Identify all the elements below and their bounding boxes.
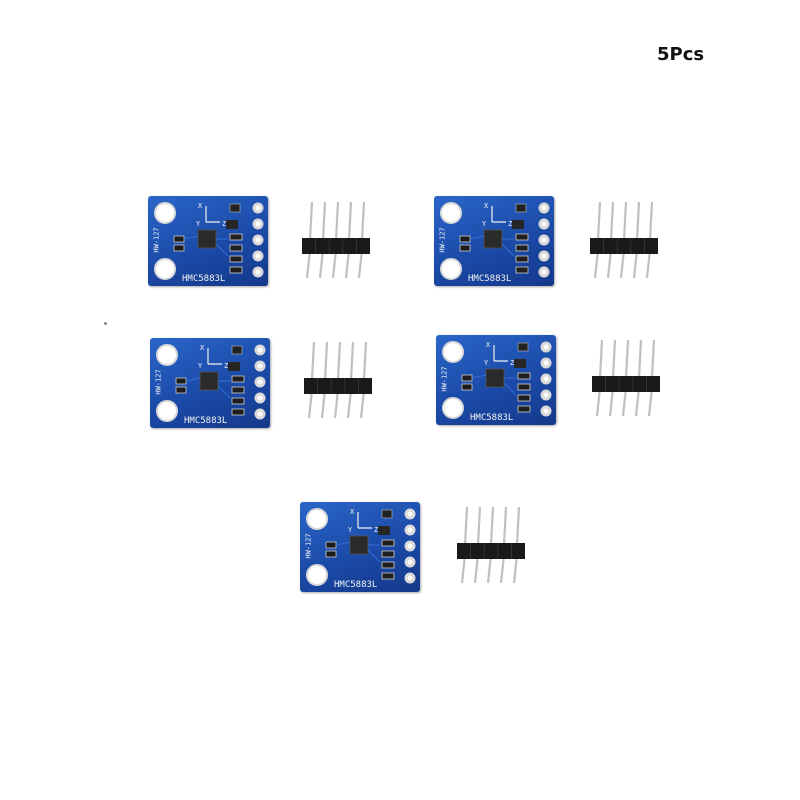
- svg-text:Y: Y: [198, 362, 203, 370]
- part-number-label: HMC5883L: [184, 416, 228, 426]
- svg-text:Y: Y: [348, 526, 353, 534]
- svg-text:Y: Y: [482, 220, 487, 228]
- sensor-board: X Y Z HMC5883L HW-127: [434, 196, 554, 286]
- svg-text:X: X: [198, 202, 203, 210]
- part-number-label: HMC5883L: [468, 274, 512, 284]
- quantity-label: 5Pcs: [657, 44, 705, 65]
- svg-text:X: X: [486, 341, 491, 349]
- sensor-board: X Y Z HMC5883L HW-127: [148, 196, 268, 286]
- svg-text:Y: Y: [196, 220, 201, 228]
- board-code-label: HW-127: [440, 366, 449, 392]
- board-code-label: HW-127: [438, 227, 447, 253]
- pin-header: [588, 200, 668, 279]
- svg-text:X: X: [200, 344, 205, 352]
- svg-text:Z: Z: [510, 359, 514, 367]
- speck: [104, 322, 107, 325]
- part-number-label: HMC5883L: [334, 580, 378, 590]
- svg-text:Z: Z: [224, 362, 228, 370]
- svg-text:X: X: [350, 508, 355, 516]
- part-number-label: HMC5883L: [470, 413, 514, 423]
- svg-text:Y: Y: [484, 359, 489, 367]
- board-code-label: HW-127: [154, 369, 163, 395]
- svg-text:X: X: [484, 202, 489, 210]
- board-code-label: HW-127: [152, 227, 161, 253]
- pin-header: [455, 505, 535, 584]
- sensor-board: X Y Z HMC5883L HW-127: [300, 502, 420, 592]
- svg-text:Z: Z: [222, 220, 226, 228]
- sensor-board: X Y Z HMC5883L HW-127: [150, 338, 270, 428]
- board-code-label: HW-127: [304, 533, 313, 559]
- pin-header: [302, 340, 382, 419]
- svg-text:Z: Z: [374, 526, 378, 534]
- pin-header: [590, 338, 670, 417]
- svg-text:Z: Z: [508, 220, 512, 228]
- pin-header: [300, 200, 380, 279]
- sensor-board: X Y Z HMC5883L HW-127: [436, 335, 556, 425]
- part-number-label: HMC5883L: [182, 274, 226, 284]
